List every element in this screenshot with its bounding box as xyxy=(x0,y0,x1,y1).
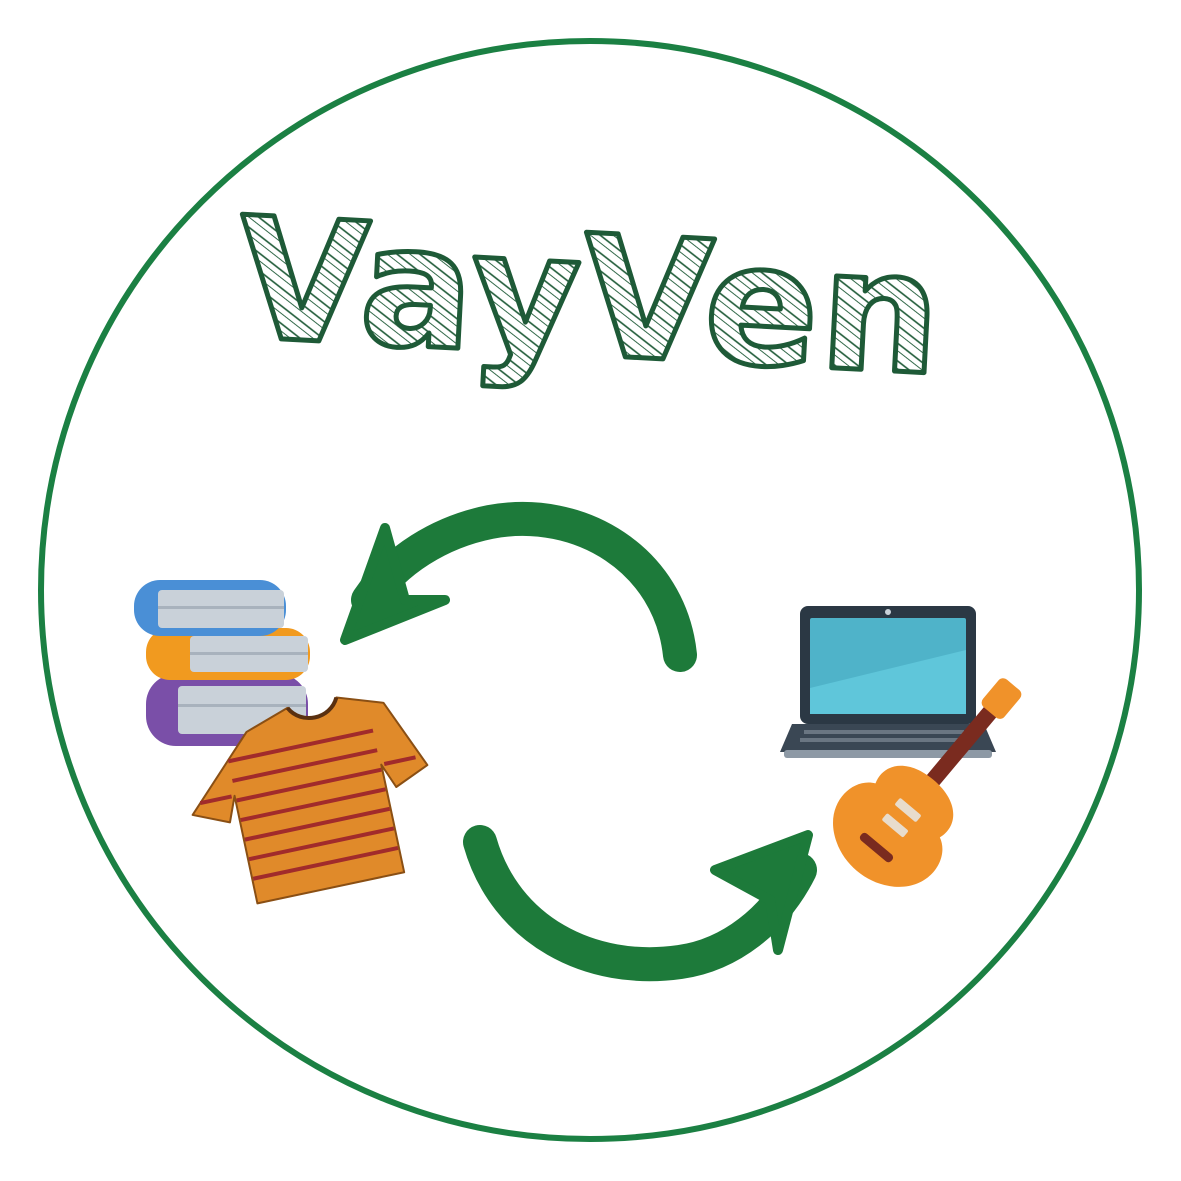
laptop-icon xyxy=(780,606,996,758)
wordmark: VayVen xyxy=(231,178,950,416)
books-stack-icon xyxy=(134,580,310,746)
arrow-to-left-icon xyxy=(340,501,697,672)
guitar-icon xyxy=(833,678,1022,887)
tshirt-icon xyxy=(191,696,429,905)
arrow-to-right-icon xyxy=(463,825,817,982)
brand-wordmark: VayVen xyxy=(233,181,947,414)
